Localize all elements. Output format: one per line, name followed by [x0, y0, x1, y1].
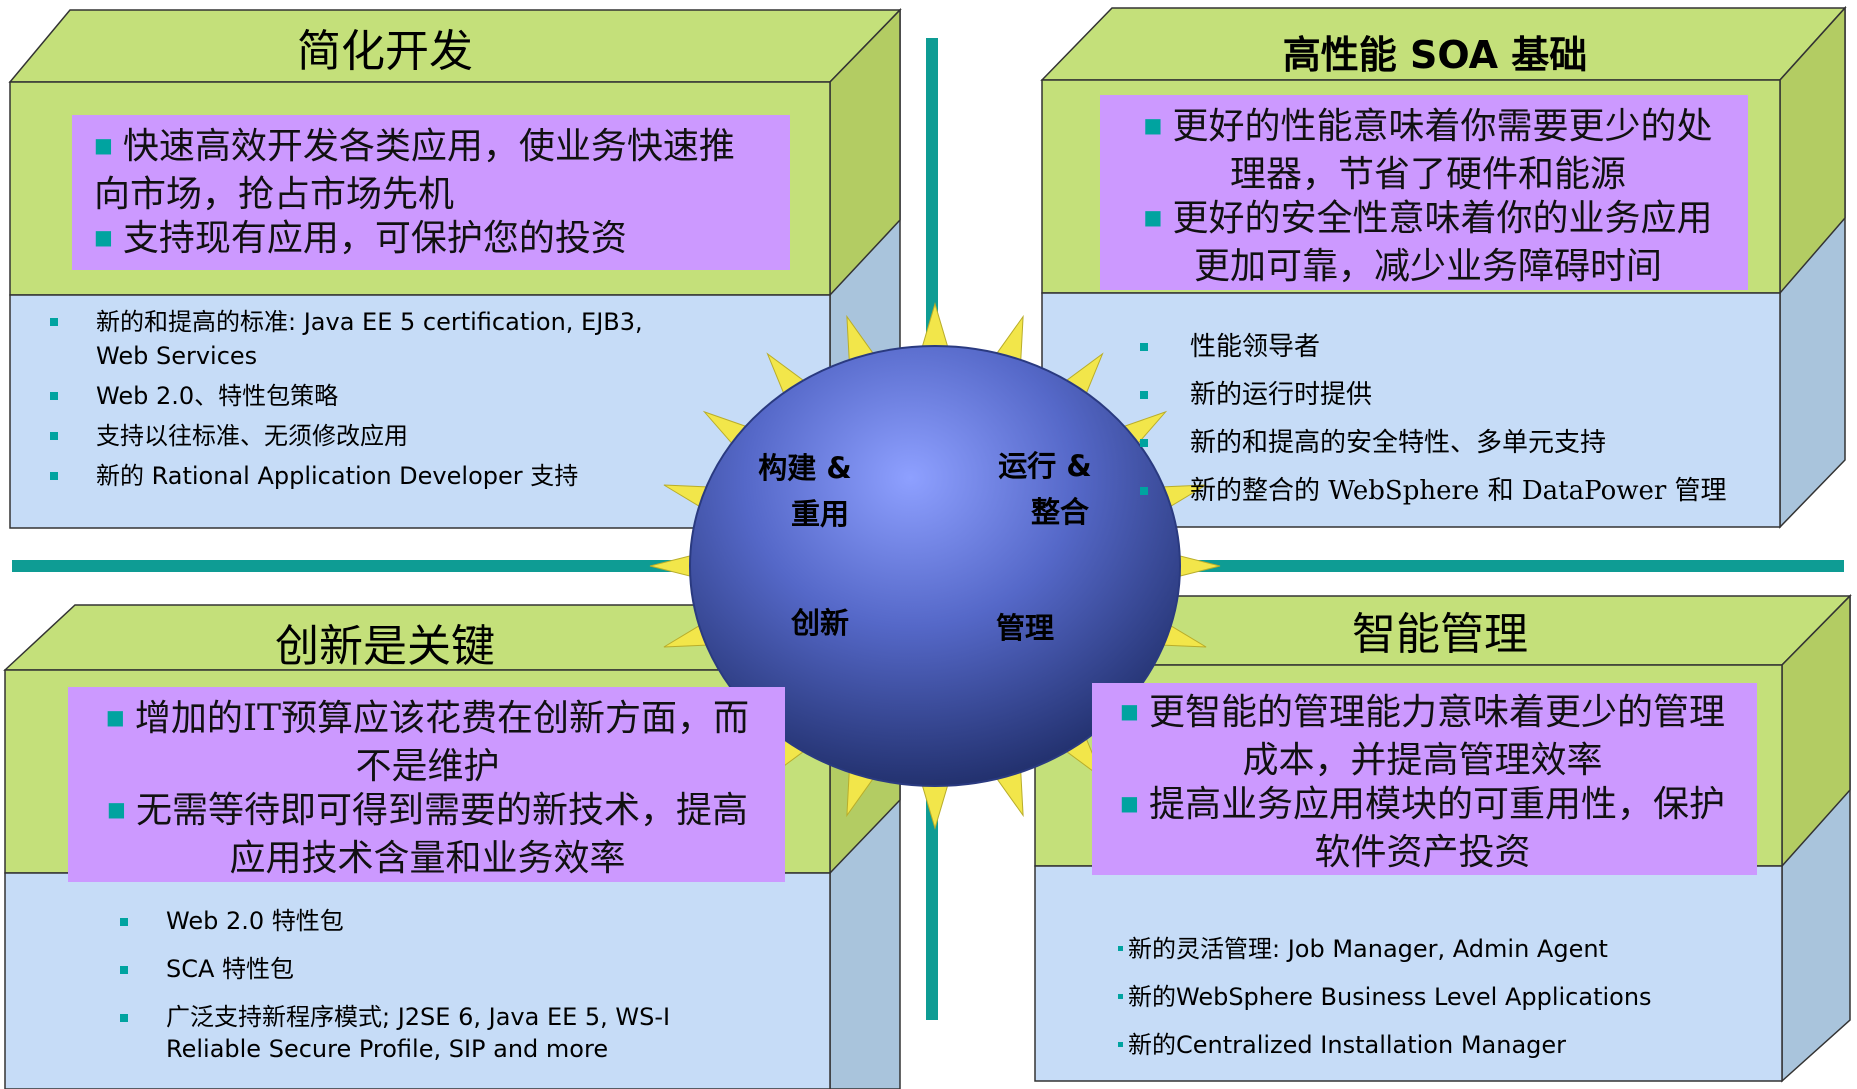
label-run-integrate: 运行 & 整合 [980, 443, 1110, 535]
bullet-square-icon [120, 1014, 128, 1022]
detail-item: 新的 Rational Application Developer 支持 [50, 459, 690, 493]
label-build-reuse: 构建 & 重用 [740, 445, 870, 537]
highlight-box-top-left: ■快速高效开发各类应用，使业务快速推向市场，抢占市场先机 ■支持现有应用，可保护… [72, 115, 790, 270]
highlight-item: ■增加的IT预算应该花费在创新方面，而不是维护 [105, 698, 750, 787]
detail-item: 新的Centralized Installation Manager [1118, 1021, 1768, 1069]
label-management: 管理 [995, 611, 1054, 645]
highlight-item: ■更好的安全性意味着你的业务应用更加可靠，减少业务障碍时间 [1143, 198, 1713, 287]
title-high-performance-soa: 高性能 SOA 基础 [1282, 33, 1588, 77]
bullet-square-icon [1118, 946, 1123, 951]
highlight-item: ■提高业务应用模块的可重用性，保护软件资产投资 [1120, 784, 1725, 873]
bullet-square-icon [1140, 487, 1148, 495]
label-line: 重用 [790, 497, 849, 531]
detail-item: Web 2.0 特性包 [120, 905, 740, 937]
detail-item: 新的和提高的安全特性、多单元支持 [1140, 419, 1780, 467]
highlight-item: ■无需等待即可得到需要的新技术，提高应用技术含量和业务效率 [107, 790, 748, 879]
detail-item: SCA 特性包 [120, 953, 740, 985]
details-top-left: 新的和提高的标准: Java EE 5 certification, EJB3,… [50, 305, 690, 499]
bullet-square-icon [50, 392, 58, 400]
highlight-item: ■快速高效开发各类应用，使业务快速推向市场，抢占市场先机 [94, 126, 735, 215]
bullet-square-icon [1118, 994, 1123, 999]
detail-item: 新的WebSphere Business Level Applications [1118, 973, 1768, 1021]
detail-item: 新的和提高的标准: Java EE 5 certification, EJB3,… [50, 305, 690, 373]
label-innovation: 创新 [790, 606, 849, 640]
label-line: 运行 & [998, 449, 1092, 483]
bullet-square-icon [50, 432, 58, 440]
details-bottom-right: 新的灵活管理: Job Manager, Admin Agent 新的WebSp… [1118, 925, 1768, 1069]
label-line: 构建 & [758, 451, 852, 485]
detail-item: Web 2.0、特性包策略 [50, 379, 690, 413]
center-sphere [689, 345, 1181, 787]
details-top-right: 性能领导者 新的运行时提供 新的和提高的安全特性、多单元支持 新的整合的 Web… [1140, 323, 1780, 515]
title-innovation-is-key: 创新是关键 [275, 621, 495, 672]
detail-item: 新的灵活管理: Job Manager, Admin Agent [1118, 925, 1768, 973]
bullet-square-icon [120, 966, 128, 974]
highlight-box-top-right: ■更好的性能意味着你需要更少的处理器，节省了硬件和能源 ■更好的安全性意味着你的… [1100, 95, 1748, 290]
highlight-item: ■支持现有应用，可保护您的投资 [94, 218, 627, 259]
bullet-square-icon [1118, 1042, 1123, 1047]
detail-item: 广泛支持新程序模式; J2SE 6, Java EE 5, WS-I Relia… [120, 1001, 740, 1065]
highlight-item: ■更好的性能意味着你需要更少的处理器，节省了硬件和能源 [1143, 106, 1713, 195]
highlight-box-bottom-left: ■增加的IT预算应该花费在创新方面，而不是维护 ■无需等待即可得到需要的新技术，… [68, 687, 785, 882]
label-line: 整合 [1030, 495, 1089, 529]
bullet-square-icon [50, 318, 58, 326]
detail-item: 新的运行时提供 [1140, 371, 1780, 419]
bullet-square-icon [50, 472, 58, 480]
title-simplify-development: 简化开发 [297, 26, 473, 77]
detail-item: 新的整合的 WebSphere 和 DataPower 管理 [1140, 467, 1780, 515]
bullet-square-icon [1140, 391, 1148, 399]
highlight-box-bottom-right: ■更智能的管理能力意味着更少的管理成本，并提高管理效率 ■提高业务应用模块的可重… [1092, 683, 1757, 875]
bullet-square-icon [120, 918, 128, 926]
bullet-square-icon [1140, 439, 1148, 447]
detail-item: 性能领导者 [1140, 323, 1780, 371]
title-intelligent-management: 智能管理 [1352, 609, 1528, 660]
details-bottom-left: Web 2.0 特性包 SCA 特性包 广泛支持新程序模式; J2SE 6, J… [120, 905, 740, 1065]
highlight-item: ■更智能的管理能力意味着更少的管理成本，并提高管理效率 [1120, 692, 1725, 781]
detail-item: 支持以往标准、无须修改应用 [50, 419, 690, 453]
bullet-square-icon [1140, 343, 1148, 351]
